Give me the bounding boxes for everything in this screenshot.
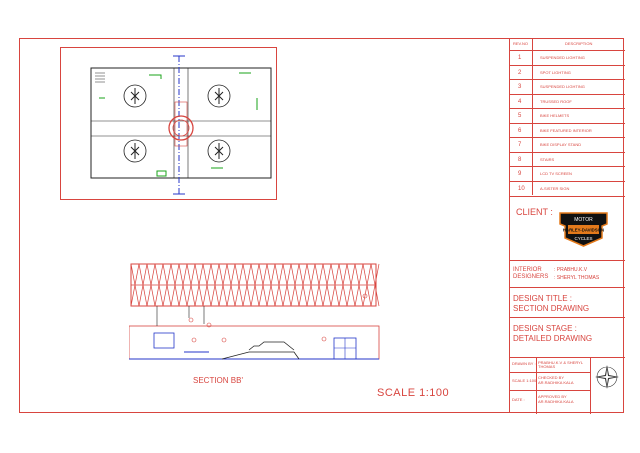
logo-cycles-text: CYCLES	[574, 236, 592, 241]
section-label: SECTION BB'	[193, 376, 243, 385]
revision-row: 4 TRUSSED ROOF	[510, 93, 625, 109]
footer-section: DRAWN BY : PRABHU.K.V & SHERYL THOMAS SC…	[510, 357, 625, 414]
designers-section: INTERIOR DESIGNERS : PRABHU.K.V : SHERYL…	[510, 260, 625, 287]
revision-description: SUSPENDED LIGHTING	[540, 55, 585, 60]
approved-by-label: APPROVED BY	[538, 394, 567, 399]
harley-davidson-logo: MOTOR HARLEY-DAVIDSON CYCLES	[558, 210, 609, 248]
revision-description: SUSPENDED LIGHTING	[540, 84, 585, 89]
design-title-section: DESIGN TITLE : SECTION DRAWING	[510, 287, 625, 317]
revision-row: 6 BIKE FEATURED INTERIOR	[510, 122, 625, 138]
revision-row: 9 LCD TV SCREEN	[510, 166, 625, 181]
revision-number: 7	[518, 142, 522, 148]
revision-number: 8	[518, 156, 522, 163]
revision-row: 8 STAIRS	[510, 151, 625, 167]
design-title-label: DESIGN TITLE :	[513, 294, 572, 303]
revision-row: 5 BIKE HELMETS	[510, 108, 625, 123]
revision-number: 4	[518, 98, 522, 105]
revision-number: 3	[518, 84, 522, 90]
revision-description: BIKE HELMETS	[540, 113, 570, 118]
client-section: CLIENT : MOTOR HARLEY-DAVIDSON CYCLES	[510, 196, 625, 300]
revision-number: 2	[518, 69, 522, 76]
drawing-sheet-frame	[19, 38, 624, 413]
floor-plan-drawing	[90, 55, 272, 195]
design-stage-value: DETAILED DRAWING	[513, 334, 593, 343]
design-stage-section: DESIGN STAGE : DETAILED DRAWING	[510, 317, 625, 357]
revision-description: SPOT LIGHTING	[540, 69, 571, 75]
revision-description: TRUSSED ROOF	[540, 98, 572, 104]
revision-number: 9	[518, 171, 522, 177]
logo-main-text: HARLEY-DAVIDSON	[563, 228, 604, 233]
revision-number: 5	[518, 113, 522, 119]
revision-row: 3 SUSPENDED LIGHTING	[510, 79, 625, 94]
checked-by-value: AR.RADHIKA KALA	[538, 380, 574, 385]
client-label: CLIENT :	[516, 207, 553, 217]
revision-number: 10	[518, 185, 525, 192]
designer-name-2: : SHERYL THOMAS	[554, 275, 600, 281]
revision-description: BIKE DISPLAY STAND	[540, 142, 582, 147]
design-title-value: SECTION DRAWING	[513, 304, 590, 313]
revision-description: BIKE FEATURED INTERIOR	[540, 127, 592, 133]
design-stage-label: DESIGN STAGE :	[513, 324, 577, 333]
section-bb-drawing	[129, 260, 380, 360]
logo-motor-text: MOTOR	[574, 217, 593, 223]
date-label: DATE :	[512, 397, 525, 402]
revision-row: 10 A-SISTER SIGN	[510, 180, 625, 196]
designer-name-1: : PRABHU.K.V	[554, 267, 588, 273]
revision-header: REV.NO DESCRIPTION	[510, 38, 625, 195]
drawn-by-label: DRAWN BY :	[512, 361, 536, 366]
revision-row: 1 SUSPENDED LIGHTING	[510, 50, 625, 65]
scale-text: SCALE 1:100	[377, 387, 450, 399]
revision-row: 7 BIKE DISPLAY STAND	[510, 137, 625, 152]
revision-description: LCD TV SCREEN	[540, 171, 572, 176]
revision-description: STAIRS	[540, 156, 555, 162]
north-compass-icon	[594, 364, 620, 390]
revision-number: 1	[518, 55, 522, 61]
revision-number: 6	[518, 127, 522, 134]
revision-no-header: REV.NO	[513, 41, 528, 46]
floor-plan-frame	[60, 47, 277, 200]
checked-by-label: CHECKED BY	[538, 375, 565, 380]
approved-by-value: AR.RADHIKA KALA	[538, 399, 574, 404]
revision-desc-header: DESCRIPTION	[565, 41, 593, 46]
revision-row: 2 SPOT LIGHTING	[510, 64, 625, 80]
revision-description: A-SISTER SIGN	[540, 185, 570, 191]
scale-label-small: SCALE 1:100	[512, 378, 537, 383]
drawn-by-value: PRABHU.K.V & SHERYL THOMAS	[538, 360, 583, 369]
designers-label: INTERIOR DESIGNERS	[513, 267, 549, 280]
